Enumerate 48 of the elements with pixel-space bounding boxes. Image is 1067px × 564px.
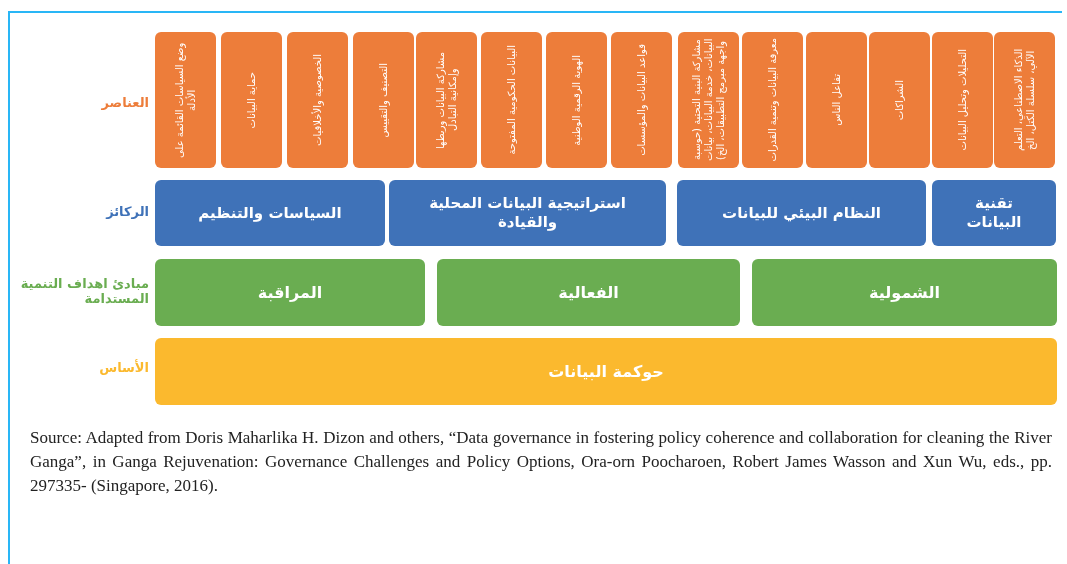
card-label: تقنية البيانات bbox=[965, 194, 1023, 232]
card-label: حوكمة البيانات bbox=[548, 361, 664, 382]
element-card bbox=[481, 32, 542, 168]
source-note: Source: Adapted from Doris Maharlika H. Dizon and others, “Data governance in fostering policy coherence and collaboration for cleaning the River Ganga”, in Ganga Rejuvenation: Governance Challenges and Policy Options, Ora-orn Poocharoen, Robert James Wasson and Xun Wu, eds., pp. 297335- (Singapore, 2016). bbox=[30, 427, 1052, 497]
row-label: مبادئ اهداف التنمية المستدامة bbox=[19, 276, 149, 306]
element-label: الهوية الرقمية الوطنية bbox=[570, 54, 583, 146]
pillar-card bbox=[155, 180, 385, 246]
card-label: الفعالية bbox=[558, 282, 619, 303]
element-card bbox=[546, 32, 607, 168]
element-card bbox=[353, 32, 414, 168]
foundation-card bbox=[155, 338, 1057, 405]
element-card bbox=[155, 32, 216, 168]
pillar-card bbox=[932, 180, 1056, 246]
element-card bbox=[932, 32, 993, 168]
pillar-card bbox=[389, 180, 666, 246]
element-card bbox=[611, 32, 672, 168]
element-label: قواعد البيانات والمؤسسات bbox=[635, 44, 648, 156]
element-card bbox=[416, 32, 477, 168]
element-card bbox=[221, 32, 282, 168]
element-card bbox=[994, 32, 1055, 168]
card-label: النظام البيئي للبيانات bbox=[722, 203, 881, 223]
element-label: التحليلات وتحليل البيانات bbox=[956, 49, 969, 151]
element-label: حماية البيانات bbox=[245, 71, 258, 129]
element-card bbox=[742, 32, 803, 168]
element-label: تفاعل الناس bbox=[830, 74, 843, 126]
element-card bbox=[678, 32, 739, 168]
element-label: التصنيف والتقييس bbox=[377, 62, 390, 138]
card-label: استراتيجية البيانات المحلية والقيادة bbox=[428, 194, 627, 232]
row-label: الركائز bbox=[106, 204, 149, 219]
element-label: الذكاء الاصطناعي، التعلم الآلي، سلسلة الكتل، الخ bbox=[1012, 47, 1037, 154]
element-label: مشاركة البنية التحتية (حوسبة البيانات، خدمة البيانات، بيانات واجهة مبرمج التطبيقات، الخ) bbox=[690, 37, 727, 164]
element-card bbox=[287, 32, 348, 168]
element-card bbox=[869, 32, 930, 168]
element-label: معرفة البيانات وتنمية القدرات bbox=[766, 38, 779, 162]
card-label: السياسات والتنظيم bbox=[198, 203, 342, 223]
element-label: مشاركة البيانات وربطها وإمكانية التبادل bbox=[434, 50, 459, 151]
element-label: الخصوصية والأخلاقيات bbox=[311, 54, 324, 146]
element-label: وضع السياسات القائمة على الأدلة bbox=[173, 41, 198, 160]
element-card bbox=[806, 32, 867, 168]
row-label: الأساس bbox=[99, 360, 149, 375]
principle-card bbox=[437, 259, 740, 326]
pillar-card bbox=[677, 180, 926, 246]
principle-card bbox=[155, 259, 425, 326]
card-label: المراقبة bbox=[257, 282, 323, 303]
element-label: البيانات الحكومية المفتوحة bbox=[505, 45, 518, 155]
principle-card bbox=[752, 259, 1057, 326]
card-label: الشمولية bbox=[869, 282, 940, 303]
element-label: الشراكات bbox=[893, 79, 906, 121]
